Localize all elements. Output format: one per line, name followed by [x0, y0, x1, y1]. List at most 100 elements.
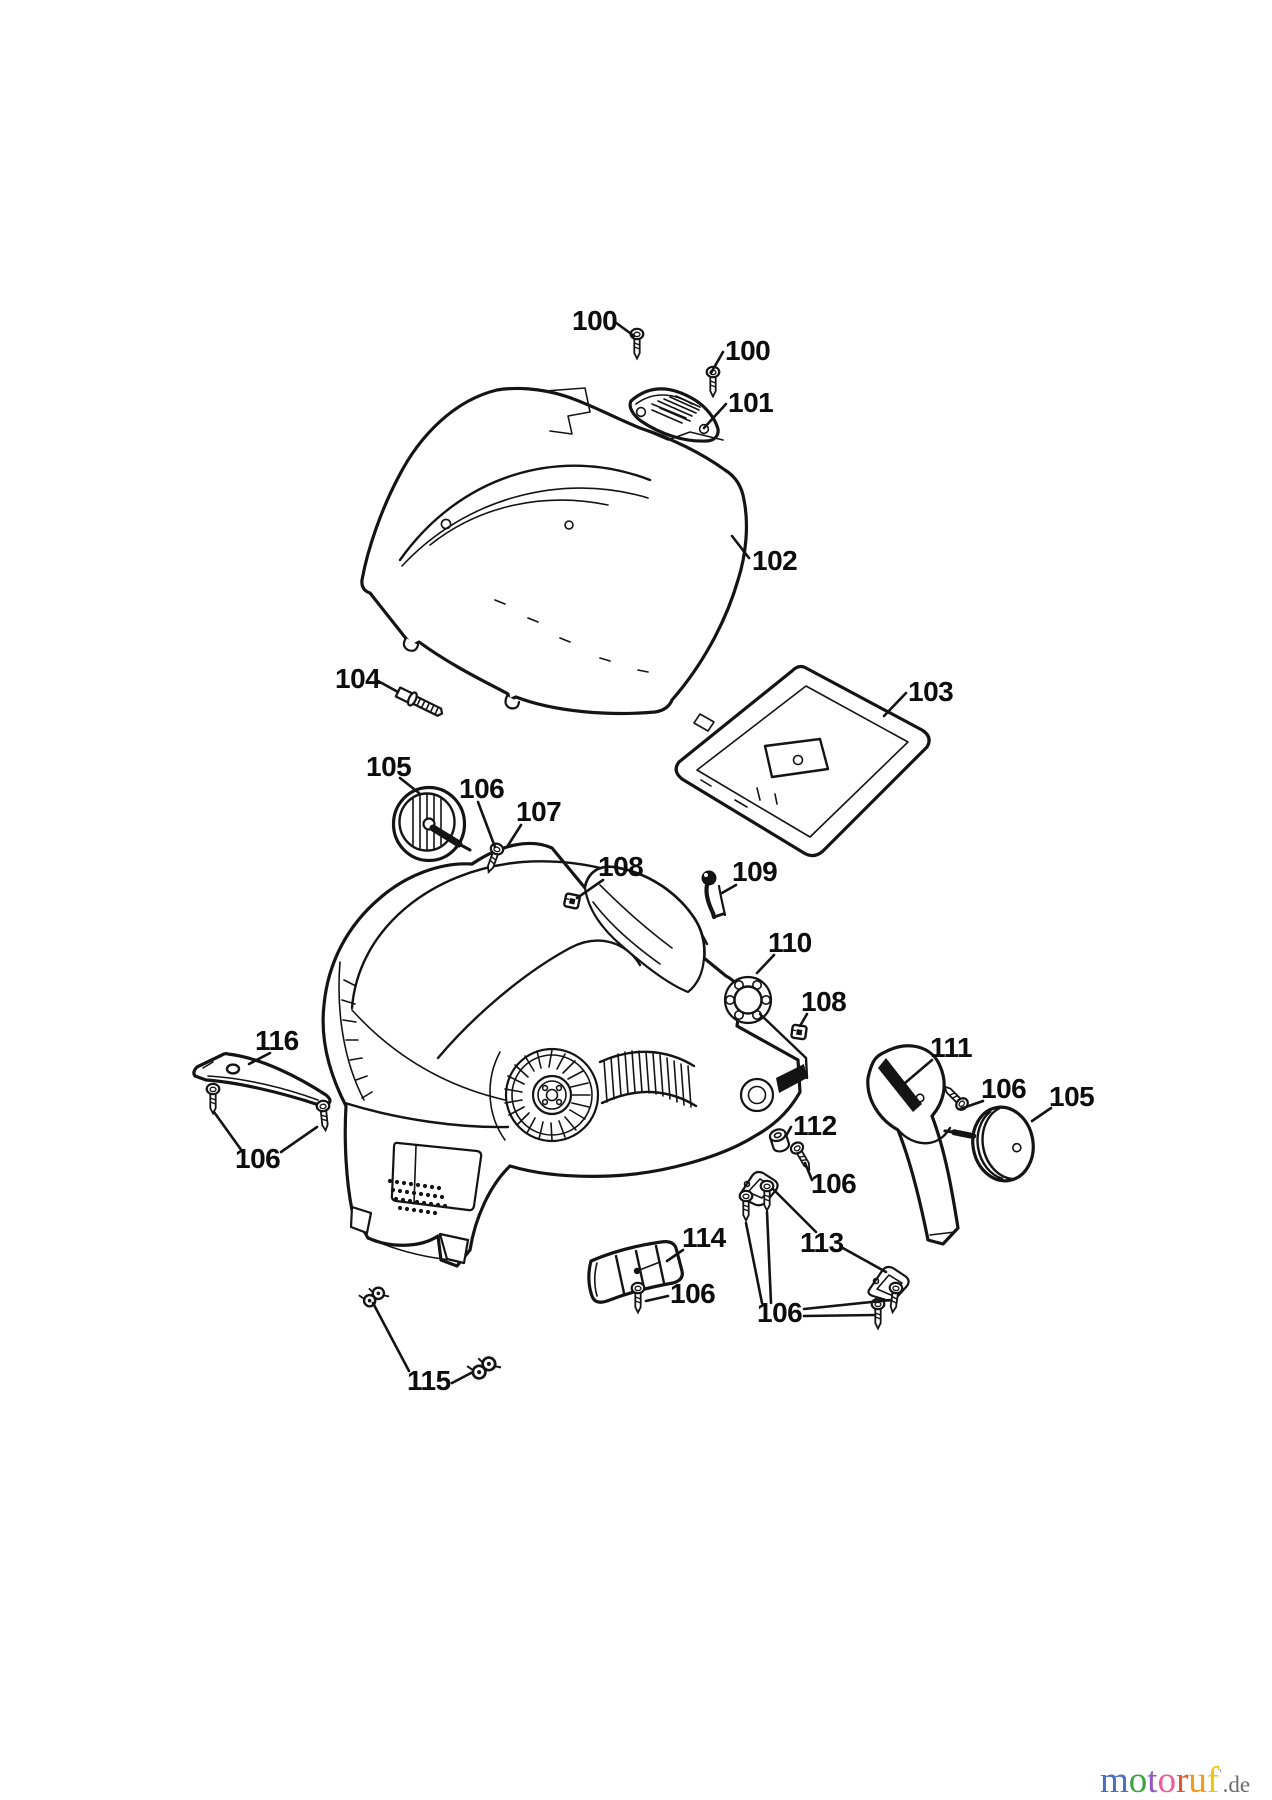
leader-line: [376, 679, 400, 694]
logo-letter: t: [1147, 1760, 1158, 1800]
pin-109: [701, 870, 727, 920]
part-label-115: 115: [407, 1365, 451, 1396]
part-label-114: 114: [682, 1222, 727, 1253]
motoruf-logo[interactable]: motoruf'.de: [1100, 1756, 1250, 1800]
rim-hatch: [341, 979, 373, 1099]
vent-grille: [387, 1178, 448, 1216]
leader-line: [802, 1298, 893, 1311]
deck-foot-front: [438, 1232, 470, 1265]
part-label-112: 112: [793, 1110, 837, 1141]
part-label-108-2: 108: [801, 986, 846, 1017]
leader-line: [755, 953, 776, 975]
logo-letter: f: [1206, 1760, 1220, 1800]
leader-line: [371, 1301, 411, 1373]
leader-line: [505, 823, 523, 849]
part-label-100-2: 100: [725, 335, 770, 366]
part-label-108-1: 108: [598, 851, 643, 882]
part-label-104: 104: [335, 663, 381, 694]
part-label-109: 109: [732, 856, 777, 887]
part-labels: 100 100 101 102 103 104 105 106 107 108 …: [235, 305, 1095, 1396]
screw-106-4: [738, 1189, 754, 1222]
adjuster-ring-boss: [723, 975, 773, 1025]
leader-line: [720, 883, 738, 895]
bracket-116: [192, 1052, 332, 1107]
skid-plate-114: [587, 1240, 684, 1304]
leader-line: [247, 1051, 272, 1066]
part-label-106-4: 106: [670, 1278, 715, 1309]
part-label-110: 110: [768, 927, 812, 958]
logo-suffix: .de: [1222, 1772, 1251, 1797]
leader-line: [709, 350, 725, 375]
leader-line: [279, 1125, 319, 1154]
leader-line: [702, 402, 728, 430]
leader-line: [476, 800, 497, 849]
leader-line: [802, 1313, 877, 1318]
leader-line: [398, 776, 421, 795]
leader-lines: [212, 320, 1053, 1385]
logo-letter: r: [1176, 1760, 1189, 1800]
upper-cover-102: [360, 386, 749, 716]
screw-106-9: [205, 1082, 221, 1115]
wheel-105-right: [943, 1105, 1035, 1183]
part-label-101: 101: [728, 387, 773, 418]
rear-flap-103: [674, 664, 931, 858]
part-label-106-3: 106: [811, 1168, 856, 1199]
screw-100-1: [629, 327, 645, 360]
leader-line: [784, 1125, 793, 1138]
screw-106-8: [870, 1297, 886, 1330]
rib-bar: [776, 1064, 807, 1093]
part-label-111: 111: [930, 1032, 972, 1063]
logo-letter: m: [1100, 1760, 1129, 1800]
deck-housing-110: [321, 841, 809, 1268]
wheel-105-left: [391, 785, 472, 863]
ribbed-baffle: [598, 1050, 698, 1108]
leader-line: [771, 1187, 818, 1234]
leader-line: [765, 1210, 773, 1305]
leader-line: [450, 1371, 473, 1385]
part-label-103: 103: [908, 676, 953, 707]
logo-letter: o: [1128, 1760, 1148, 1800]
logo-letter: o: [1157, 1760, 1177, 1800]
part-label-105-1: 105: [366, 751, 411, 782]
leader-line: [730, 534, 751, 560]
cable-clip-115-2: [464, 1349, 503, 1383]
logo-letter: u: [1188, 1760, 1207, 1800]
leader-line: [958, 1099, 985, 1111]
leader-line: [212, 1110, 244, 1153]
screw-106-6: [630, 1281, 646, 1314]
bolt-104: [394, 686, 444, 717]
part-label-105-2: 105: [1049, 1081, 1094, 1112]
lower-ring-boss: [739, 1077, 775, 1113]
part-label-102: 102: [752, 545, 797, 576]
leader-line: [798, 1012, 809, 1028]
leader-line: [896, 1058, 934, 1091]
clip-108-1: [562, 891, 582, 911]
latch-113-2: [867, 1265, 910, 1302]
screw-106-10: [315, 1099, 333, 1133]
bushing-112: [768, 1128, 791, 1153]
leader-line: [1030, 1106, 1053, 1123]
deck-foot-left: [349, 1205, 373, 1235]
leader-line: [644, 1294, 670, 1303]
part-label-106-2: 106: [981, 1073, 1026, 1104]
part-label-100-1: 100: [572, 305, 617, 336]
logo-mark: ': [1219, 1766, 1223, 1781]
leader-line: [839, 1245, 888, 1274]
part-label-116: 116: [255, 1025, 299, 1056]
part-label-106-6: 106: [235, 1143, 280, 1174]
part-label-106-1: 106: [459, 773, 504, 804]
leader-line: [665, 1248, 685, 1263]
side-cover-111: [866, 1044, 960, 1246]
leader-line: [744, 1221, 764, 1305]
deck-rear-tower: [583, 865, 706, 994]
grip-texture: [651, 395, 701, 424]
leader-line: [882, 691, 908, 718]
motor-fan: [504, 1047, 600, 1143]
leader-line: [803, 1161, 814, 1182]
part-label-113: 113: [800, 1227, 844, 1258]
part-label-107: 107: [516, 796, 561, 827]
leader-line: [575, 878, 605, 900]
part-label-106-5: 106: [757, 1297, 802, 1328]
